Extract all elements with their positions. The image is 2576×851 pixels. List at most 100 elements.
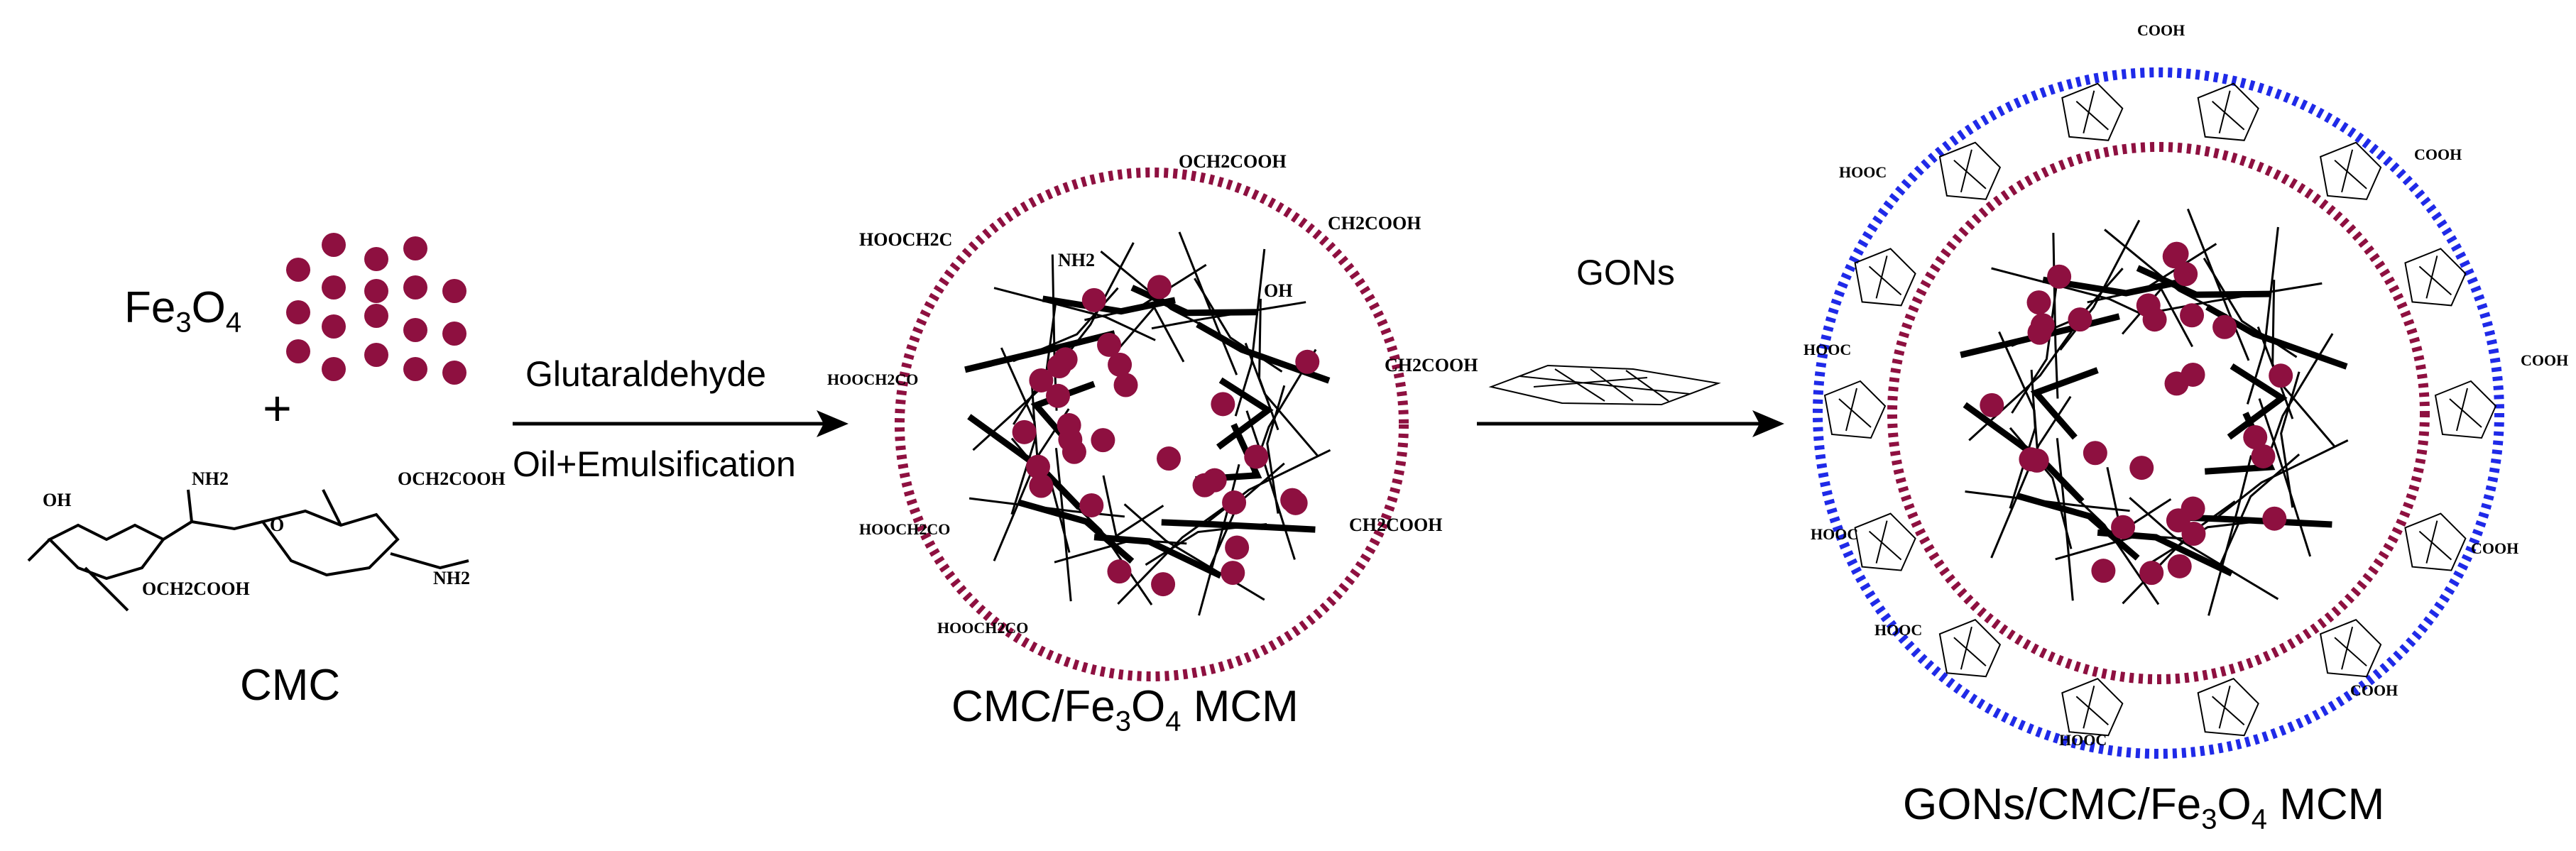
fe3o4-particle: [364, 343, 388, 367]
p1-group-9: NH2: [1058, 250, 1095, 270]
fe3o4-particle: [1091, 428, 1115, 453]
cmc-chain-segment: [1968, 330, 2073, 441]
cmc-chain-segment: [2158, 282, 2323, 312]
fe3o4-particle: [1151, 572, 1176, 597]
cmc-chain-segment: [2059, 219, 2141, 351]
cmc-chain-segment: [2207, 455, 2252, 616]
plus-sign: +: [263, 380, 292, 436]
fe3o4-particle: [2166, 508, 2190, 533]
cmc-ring-right: [260, 509, 400, 577]
cmc-up-right: [322, 489, 342, 526]
cmc-chain-segment: [1207, 449, 1331, 523]
cmc-nh2-top: NH2: [192, 468, 229, 489]
cmc-chain-segment: [1116, 305, 1185, 363]
product2-cmc-network: [1960, 208, 2349, 616]
fe3o4-particle: [2173, 262, 2198, 287]
fe3o4-particle: [403, 236, 427, 260]
product2-gons-shell: [1823, 82, 2497, 737]
product2-inner-ring: [1887, 142, 2430, 684]
cmc-link: [162, 520, 263, 541]
cmc-chain-segment: [1234, 248, 1266, 417]
gon-sheet: [2319, 141, 2382, 200]
p2-group-4: HOOC: [1803, 341, 1852, 358]
fe3o4-particle: [1053, 347, 1078, 372]
fe3o4-particle: [286, 339, 310, 363]
fe3o4-particle: [1283, 490, 1308, 515]
cmc-chain-segment: [2280, 371, 2301, 508]
product1-particles: [1012, 275, 1320, 597]
fe3o4-particle: [403, 357, 427, 381]
cmc-chain-segment: [2217, 439, 2349, 517]
p2-group-9: COOH: [2350, 681, 2398, 699]
fe3o4-particle: [1222, 490, 1247, 515]
fe3o4-particle: [1058, 427, 1083, 452]
gon-sheet: [2197, 678, 2259, 737]
cmc-chain-segment: [2011, 284, 2058, 414]
fe3o4-particle: [442, 322, 466, 346]
arrow-step2: [1477, 410, 1784, 437]
cmc-chain-segment: [1054, 448, 1072, 602]
cmc-branch-left: [84, 566, 129, 612]
fe3o4-particle: [2047, 264, 2072, 289]
p2-group-5: COOH: [2521, 351, 2569, 369]
product2-label: GONs/CMC/Fe3O4 MCM: [1903, 780, 2385, 835]
cmc-label: CMC: [240, 661, 341, 710]
cmc-chain-segment: [1216, 377, 1274, 450]
cmc-chain-segment: [2016, 493, 2140, 561]
cmc-oh-label: OH: [43, 490, 72, 510]
fe3o4-particles: [286, 233, 466, 385]
fe3o4-particle: [2142, 307, 2167, 332]
fe3o4-particle: [403, 275, 427, 300]
cmc-chain-segment: [1965, 490, 2130, 512]
fe3o4-particle: [1221, 561, 1245, 586]
p2-group-10: HOOC: [2059, 731, 2107, 749]
cmc-chain-segment: [2056, 438, 2074, 601]
cmc-chain-segment: [1161, 519, 1316, 533]
gons-sheet: [1488, 364, 1721, 406]
fe3o4-particle: [2181, 362, 2205, 387]
fe3o4-particle: [442, 279, 466, 303]
fe3o4-particle: [2129, 456, 2154, 481]
cmc-tail: [27, 538, 51, 562]
step2-reagent-top: GONs: [1576, 253, 1675, 292]
fe3o4-particle: [1012, 419, 1037, 444]
cmc-chain-segment: [1151, 301, 1306, 330]
fe3o4-particle: [364, 304, 388, 328]
product1-microsphere: [895, 168, 1409, 681]
gon-sheet: [2404, 512, 2467, 571]
fe3o4-particle: [1108, 352, 1133, 377]
fe3o4-particle: [1029, 473, 1054, 498]
p2-group-6: HOOC: [1811, 525, 1859, 543]
p1-group-2: HOOCH2C: [859, 229, 953, 250]
cmc-branch-right: [390, 552, 469, 570]
cmc-chain-segment: [1117, 506, 1225, 605]
cmc-och2cooh-top: OCH2COOH: [398, 468, 506, 489]
cmc-chain-segment: [2151, 517, 2281, 564]
cmc-chain-segment: [993, 287, 1156, 341]
fe3o4-particle: [403, 318, 427, 342]
fe3o4-particle: [364, 279, 388, 303]
product2-microsphere: [1813, 67, 2504, 759]
fe3o4-particle: [1097, 332, 1122, 357]
product2-outer-ring: [1813, 67, 2504, 759]
fe3o4-particle: [2026, 290, 2051, 315]
cmc-up-left: [187, 489, 193, 522]
product2-particles: [1980, 241, 2293, 586]
p1-group-4: HOOCH2CO: [827, 370, 919, 388]
p1-group-7: CH2COOH: [1349, 515, 1443, 535]
fe3o4-particle: [1157, 446, 1181, 471]
cmc-structure: [27, 489, 469, 612]
fe3o4-particle: [2167, 554, 2192, 578]
cmc-chain-segment: [1960, 313, 2120, 358]
cmc-chain-segment: [1130, 285, 1258, 317]
fe3o4-particle: [1025, 454, 1050, 479]
p1-group-10: OH: [1264, 280, 1293, 301]
cmc-chain-segment: [2227, 363, 2288, 440]
fe3o4-label: Fe3O4: [124, 283, 242, 339]
fe3o4-particle: [286, 258, 310, 282]
gon-sheet: [2197, 82, 2259, 141]
cmc-chain-segment: [2121, 287, 2194, 348]
fe3o4-particle: [1081, 287, 1106, 312]
fe3o4-particle: [1295, 349, 1320, 374]
cmc-nh2-bottom: NH2: [433, 568, 470, 588]
